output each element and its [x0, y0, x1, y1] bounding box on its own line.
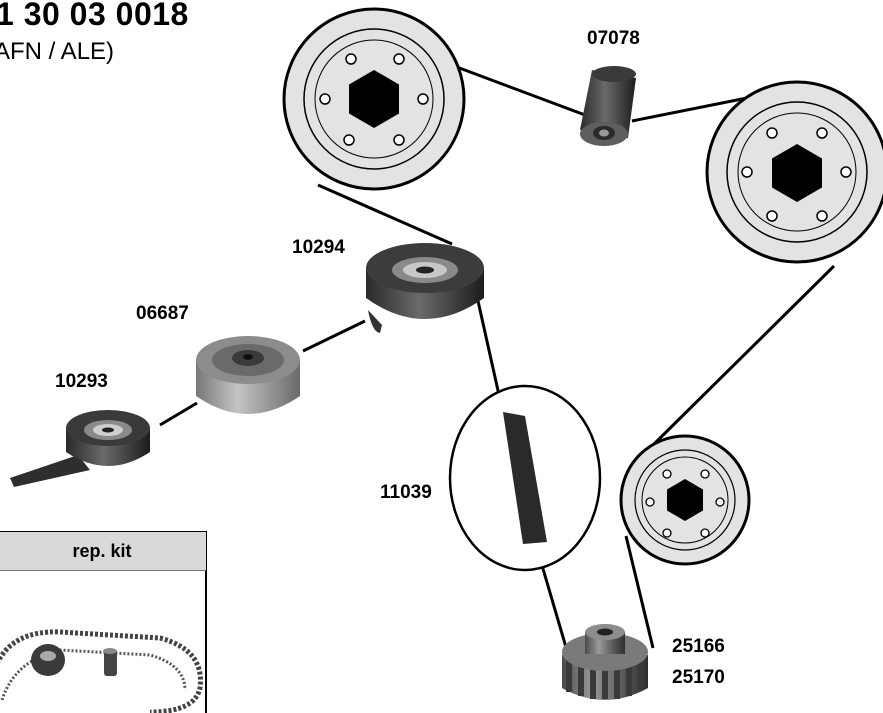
- rep-kit-header: rep. kit: [0, 532, 206, 571]
- label-10294: 10294: [292, 237, 345, 259]
- label-11039: 11039: [380, 482, 432, 504]
- label-07078: 07078: [587, 28, 640, 50]
- crankshaft-sprocket: [562, 624, 648, 700]
- tensioner-10293: [10, 410, 150, 487]
- tensioner-06687: [196, 336, 300, 414]
- label-10293: 10293: [55, 371, 108, 393]
- water-pump-pulley: [621, 436, 749, 564]
- camshaft-pulley-right: [707, 82, 883, 262]
- idler-roller-07078: [580, 66, 636, 146]
- timing-belt-11039: [450, 386, 600, 570]
- label-25166: 25166: [672, 636, 725, 658]
- camshaft-pulley-left: [284, 9, 464, 189]
- part-number-title: 1 30 03 0018: [0, 0, 189, 33]
- label-25170: 25170: [672, 667, 725, 689]
- tensioner-10294: [366, 243, 484, 333]
- label-06687: 06687: [136, 303, 189, 325]
- engine-codes-subtitle: AFN / ALE): [0, 38, 114, 66]
